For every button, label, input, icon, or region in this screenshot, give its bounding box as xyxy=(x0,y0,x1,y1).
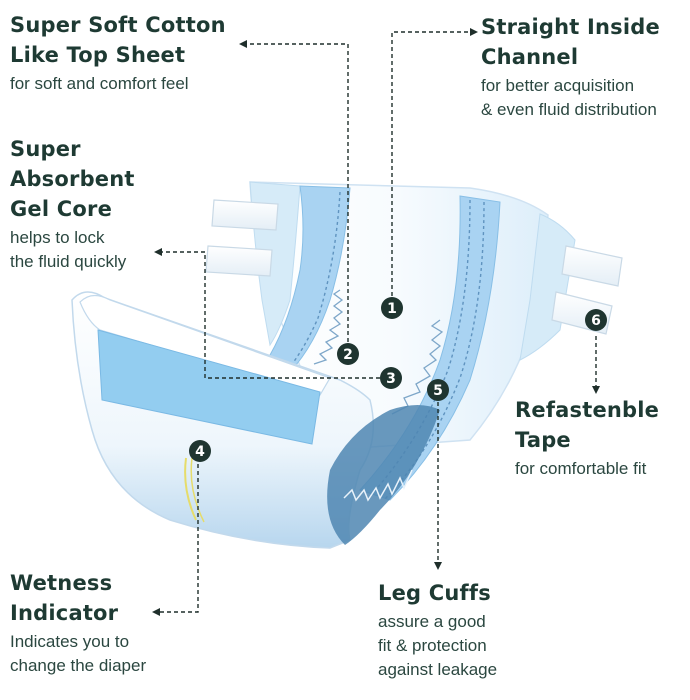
marker-1: 1 xyxy=(381,297,403,319)
marker-4: 4 xyxy=(189,440,211,462)
wetness-indicator-stripe-2 xyxy=(190,457,205,523)
arrowhead-1 xyxy=(470,28,478,36)
front-waistband xyxy=(79,294,331,396)
right-leg-cuff-band xyxy=(359,195,501,501)
marker-3: 3 xyxy=(380,367,402,389)
stitch-left xyxy=(285,191,341,373)
marker-6: 6 xyxy=(585,309,607,331)
leader-2 xyxy=(245,43,349,342)
feature-title: Wetness Indicator xyxy=(10,571,119,625)
marker-6-label: 6 xyxy=(591,313,601,329)
feature-title: Super Soft Cotton Like Top Sheet xyxy=(10,13,226,67)
feature-desc: assure a good fit & protection against l… xyxy=(378,612,498,679)
marker-5-label: 5 xyxy=(433,383,443,399)
feature-title: Leg Cuffs xyxy=(378,581,491,605)
feature-title: Straight Inside Channel xyxy=(481,15,660,69)
leader-6 xyxy=(160,464,199,613)
arrowhead-2 xyxy=(239,40,247,48)
arrowhead-4 xyxy=(592,386,600,394)
feature-title: Super Absorbent Gel Core xyxy=(10,137,135,221)
leg-opening-elastic xyxy=(343,469,413,502)
leg-opening xyxy=(327,405,440,545)
marker-2: 2 xyxy=(337,343,359,365)
gel-core-panel xyxy=(97,329,321,445)
arrowhead-6 xyxy=(152,608,160,616)
feature-leg-cuffs: Leg Cuffs assure a good fit & protection… xyxy=(378,578,497,682)
feature-desc: helps to lock the fluid quickly xyxy=(10,228,127,271)
feature-wetness-indicator: Wetness Indicator Indicates you to chang… xyxy=(10,568,146,678)
leader-arrowheads xyxy=(152,28,600,616)
leader-3 xyxy=(160,251,380,379)
feature-desc: for soft and comfort feel xyxy=(10,74,189,93)
arrowhead-5 xyxy=(434,562,442,570)
right-ear-panel xyxy=(519,213,576,361)
tape-left-lower xyxy=(205,245,273,277)
leader-lines xyxy=(160,31,597,613)
feature-desc: for better acquisition & even fluid dist… xyxy=(481,76,657,119)
marker-1-label: 1 xyxy=(387,301,397,317)
feature-desc: for comfortable fit xyxy=(515,459,647,478)
marker-4-label: 4 xyxy=(195,444,205,460)
feature-gel-core: Super Absorbent Gel Core helps to lock t… xyxy=(10,134,135,274)
leader-1 xyxy=(391,31,472,296)
feature-top-sheet: Super Soft Cotton Like Top Sheet for sof… xyxy=(10,10,226,96)
tape-left-upper xyxy=(211,199,279,231)
wetness-indicator-stripe xyxy=(184,457,197,521)
marker-3-label: 3 xyxy=(386,371,396,387)
feature-inside-channel: Straight Inside Channel for better acqui… xyxy=(481,12,660,122)
marker-2-label: 2 xyxy=(343,347,353,363)
elastic-left xyxy=(313,289,344,365)
marker-5: 5 xyxy=(427,379,449,401)
feature-desc: Indicates you to change the diaper xyxy=(10,632,147,675)
elastic-right xyxy=(391,319,444,415)
arrowhead-3 xyxy=(154,248,162,256)
feature-refastenable-tape: Refastenble Tape for comfortable fit xyxy=(515,395,659,481)
tape-right-upper xyxy=(561,245,623,287)
feature-title: Refastenble Tape xyxy=(515,398,660,452)
